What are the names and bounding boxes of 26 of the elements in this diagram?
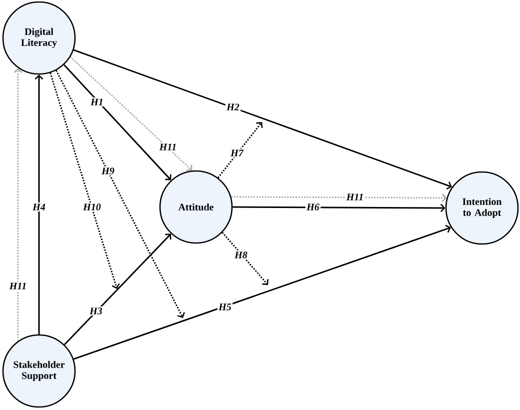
- dotted-arrow: [70, 56, 192, 171]
- edge-label: H11: [8, 282, 28, 290]
- dotted-arrow: [222, 232, 269, 285]
- edge-label: H5: [217, 302, 233, 312]
- edge-label: H2: [225, 102, 241, 112]
- arrow: [73, 224, 451, 360]
- edge-label: H6: [305, 202, 321, 212]
- edge-label: H3: [88, 306, 104, 316]
- edge-label: H8: [233, 250, 249, 260]
- dotted-arrow: [217, 122, 263, 178]
- dotted-arrow: [231, 194, 447, 202]
- edge-label: H10: [82, 202, 102, 212]
- arrow: [64, 234, 172, 346]
- edge-label: H1: [89, 98, 105, 106]
- edge-label: H11: [158, 142, 178, 152]
- arrow: [73, 49, 452, 190]
- dotted-arrow: [56, 70, 185, 318]
- edge-label: H11: [345, 192, 365, 202]
- arrow: [63, 64, 172, 180]
- edge-label: H4: [31, 202, 47, 212]
- arrow: [232, 204, 446, 212]
- dotted-arrow: [14, 68, 22, 341]
- edge-label: H9: [100, 166, 116, 176]
- edge-label: H7: [229, 148, 245, 158]
- dotted-arrow: [50, 72, 120, 289]
- arrow: [34, 74, 44, 334]
